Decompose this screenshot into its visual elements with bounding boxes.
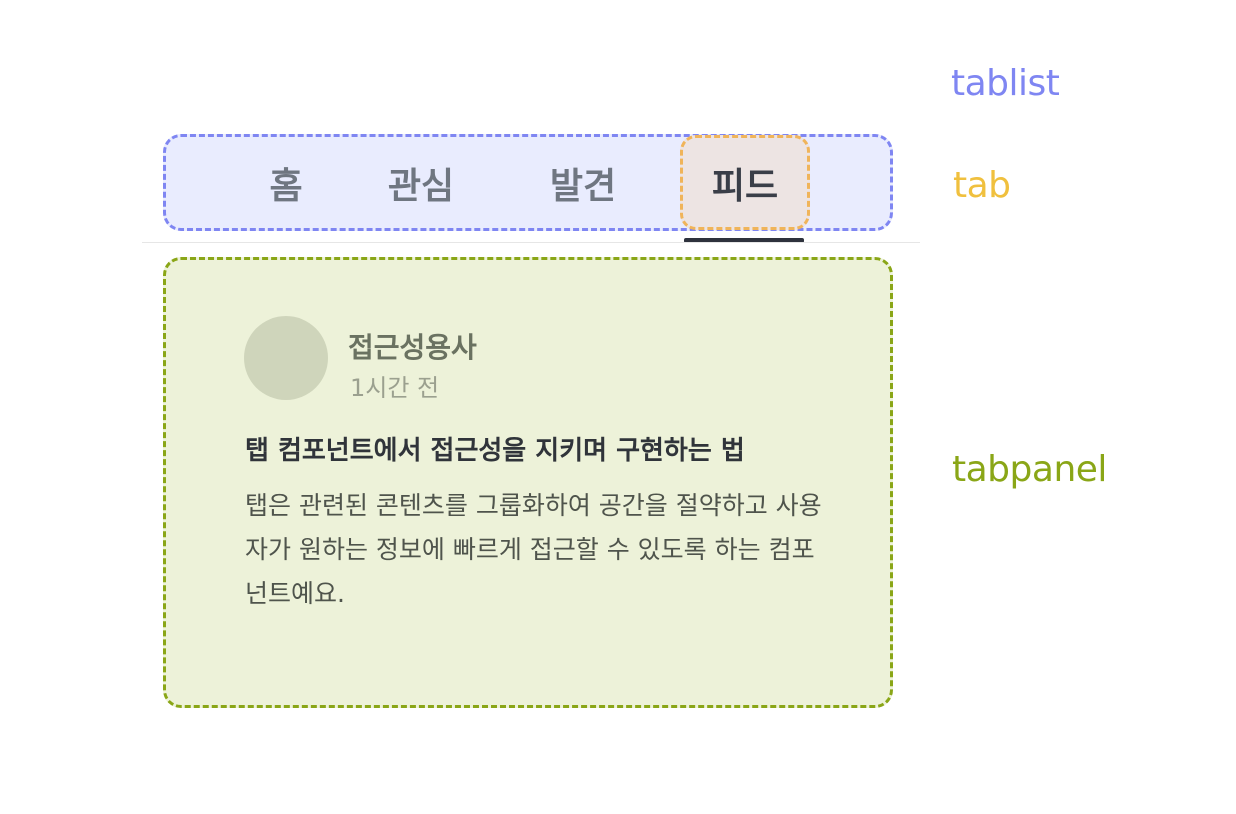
post-body: 탭은 관련된 콘텐츠를 그룹화하여 공간을 절약하고 사용자가 원하는 정보에 … (245, 491, 822, 608)
tab-home[interactable]: 홈 (269, 165, 303, 207)
avatar (244, 316, 328, 400)
tablist: 홈 관심 발견 피드 (163, 134, 893, 231)
tablist-divider (142, 242, 920, 243)
tab-interest[interactable]: 관심 (387, 165, 455, 207)
tabpanel-annotation: tabpanel (952, 449, 1107, 490)
tab-feed[interactable]: 피드 (680, 135, 810, 230)
tabpanel: 접근성용사 1시간 전 탭 컴포넌트에서 접근성을 지키며 구현하는 법 탭은 … (163, 257, 893, 708)
tablist-annotation: tablist (951, 63, 1060, 104)
active-tab-indicator (684, 238, 804, 243)
tab-discover[interactable]: 발견 (549, 165, 617, 207)
post-time: 1시간 전 (350, 374, 440, 402)
post-title: 탭 컴포넌트에서 접근성을 지키며 구현하는 법 (245, 436, 745, 466)
tab-annotation: tab (953, 165, 1011, 206)
post-author: 접근성용사 (348, 331, 477, 364)
